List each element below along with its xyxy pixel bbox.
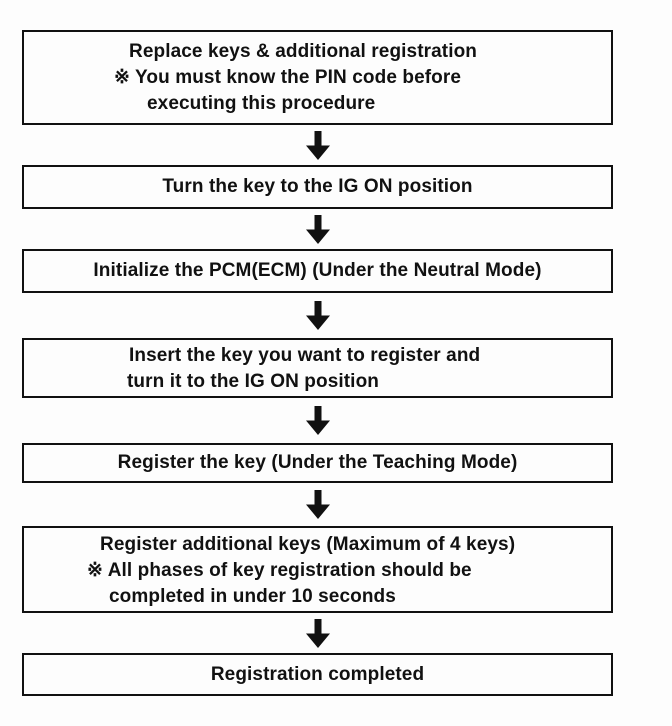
- step-note-line: executing this procedure: [147, 93, 376, 114]
- step-title: Replace keys & additional registration: [129, 41, 478, 62]
- step-title: Register additional keys (Maximum of 4 k…: [100, 534, 516, 555]
- step-title: Registration completed: [210, 663, 425, 685]
- step-title-line2: turn it to the IG ON position: [127, 371, 379, 392]
- step-title: Initialize the PCM(ECM) (Under the Neutr…: [93, 260, 542, 281]
- flow-step-register-key: Register the key (Under the Teaching Mod…: [22, 443, 613, 483]
- flow-connector: [22, 125, 613, 165]
- flow-connector: [22, 613, 613, 653]
- down-arrow-icon: [305, 490, 330, 519]
- down-arrow-icon: [305, 130, 330, 160]
- flow-connector: [22, 209, 613, 249]
- flow-step-turn-key-ig-on: Turn the key to the IG ON position: [22, 165, 613, 209]
- step-title: Turn the key to the IG ON position: [162, 176, 473, 197]
- step-title: Insert the key you want to register and: [129, 345, 481, 366]
- flow-step-register-additional-keys: Register additional keys (Maximum of 4 k…: [22, 526, 613, 613]
- step-note-line: ※ All phases of key registration should …: [87, 560, 472, 581]
- flow-step-insert-key: Insert the key you want to register and …: [22, 338, 613, 398]
- flow-connector: [22, 398, 613, 443]
- down-arrow-icon: [305, 301, 330, 330]
- down-arrow-icon: [305, 214, 330, 244]
- step-note-line: ※ You must know the PIN code before: [114, 67, 462, 88]
- flow-connector: [22, 293, 613, 338]
- step-note-line: completed in under 10 seconds: [109, 586, 396, 607]
- flow-connector: [22, 483, 613, 526]
- down-arrow-icon: [305, 618, 330, 648]
- flow-step-initialize-pcm: Initialize the PCM(ECM) (Under the Neutr…: [22, 249, 613, 293]
- flow-step-replace-keys: Replace keys & additional registration ※…: [22, 30, 613, 125]
- flowchart: Replace keys & additional registration ※…: [22, 30, 613, 696]
- flow-step-registration-completed: Registration completed: [22, 653, 613, 696]
- step-title: Register the key (Under the Teaching Mod…: [117, 452, 518, 473]
- down-arrow-icon: [305, 406, 330, 435]
